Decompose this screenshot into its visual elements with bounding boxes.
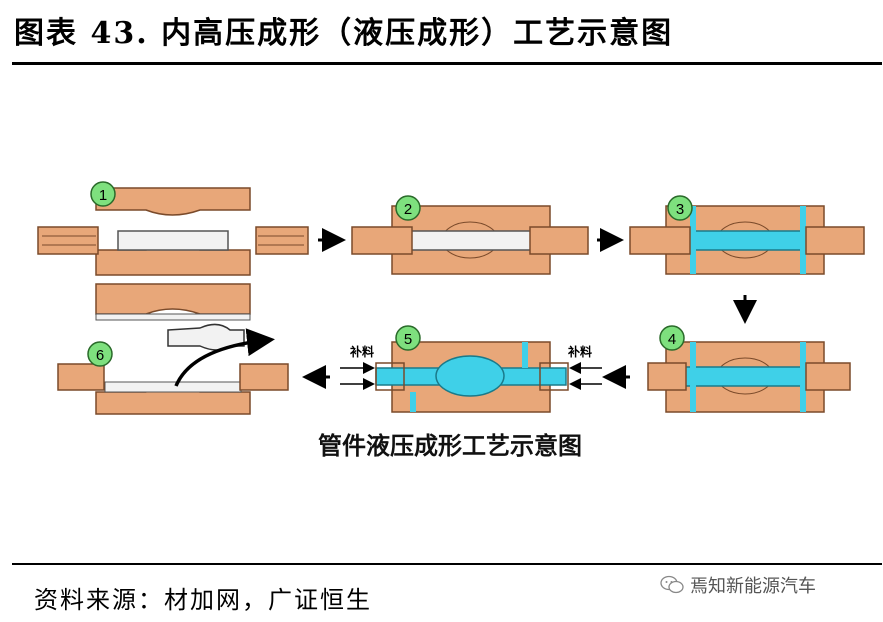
- footer-divider: [12, 563, 882, 565]
- feed-label-left: 补料: [349, 344, 374, 359]
- page-title: 图表 43. 内高压成形（液压成形）工艺示意图: [14, 16, 674, 51]
- step-5-badge: [395, 325, 421, 351]
- step-2-panel: 2: [351, 195, 589, 275]
- step-6-removal-arrow: [174, 328, 275, 387]
- watermark: 焉知新能源汽车: [660, 570, 875, 600]
- step-5-panel: 5 补料 补料: [340, 325, 602, 413]
- feed-label-right: 补料: [567, 344, 592, 359]
- source-note: 资料来源：材加网，广证恒生: [34, 586, 372, 614]
- step-1-lower-plate: [95, 283, 251, 315]
- step-1-badge: [90, 181, 116, 207]
- step-6-formed-part: [167, 323, 245, 351]
- step-2-tube: [407, 230, 535, 251]
- wechat-icon: [660, 575, 684, 594]
- step-6-panel: 6: [57, 323, 289, 415]
- step-3-fluid: [681, 230, 809, 251]
- watermark-text: 焉知新能源汽车: [690, 576, 816, 597]
- step-5-bulge: [435, 355, 505, 397]
- step-5-label: 5: [404, 331, 412, 348]
- step-1-tube: [117, 230, 229, 251]
- step-3-badge: [667, 195, 693, 221]
- step-1-left-punch: [37, 226, 99, 255]
- title-divider: [12, 62, 882, 65]
- step-4-panel: 4: [647, 325, 851, 413]
- step-3-panel: 3: [629, 195, 865, 275]
- step-4-label: 4: [668, 331, 676, 348]
- step-2-label: 2: [404, 201, 412, 218]
- step-4-badge: [659, 325, 685, 351]
- diagram-caption: 管件液压成形工艺示意图: [318, 432, 582, 460]
- step-1-upper-die: [95, 187, 251, 216]
- step-1-panel: 1: [37, 181, 309, 321]
- step-4-fluid: [681, 366, 809, 387]
- step-1-label: 1: [99, 187, 107, 204]
- hydroforming-diagram: 1 2 3 4: [37, 181, 865, 460]
- step-6-badge: [87, 341, 113, 367]
- step-3-label: 3: [676, 201, 684, 218]
- step-1-right-punch: [255, 226, 309, 255]
- step-6-label: 6: [96, 347, 104, 364]
- step-2-badge: [395, 195, 421, 221]
